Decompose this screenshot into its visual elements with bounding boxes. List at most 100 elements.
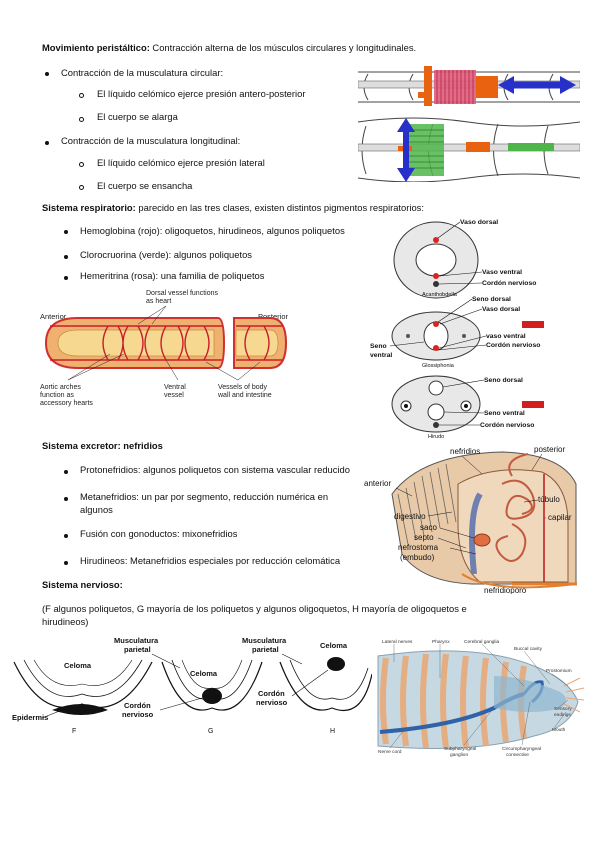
- nervous-title: Sistema nervioso:: [42, 579, 123, 590]
- label-cordon: Cordón: [124, 701, 151, 710]
- respiratory-heading: Sistema respiratorio: parecido en las tr…: [42, 202, 424, 214]
- list-item: Protonefridios: algunos poliquetos con s…: [80, 464, 350, 475]
- excretory-title: Sistema excretor: nefridios: [42, 440, 163, 451]
- label-aortic-arches: accessory hearts: [40, 400, 93, 407]
- label-seno-ventral: ventral: [370, 352, 392, 359]
- label-g: G: [208, 728, 213, 735]
- nervous-desc: (F algunos poliquetos, G mayoría de los …: [42, 603, 467, 614]
- label-pharynx: Pharynx: [432, 639, 450, 645]
- label-dorsal-vessel: Dorsal vessel functions: [146, 290, 218, 297]
- label-vaso-ventral: vaso ventral: [486, 333, 526, 340]
- label-musculatura: Musculatura: [114, 636, 159, 645]
- nervous-anatomy-figure: Lateral nerves Pharynx Cerebral ganglia …: [374, 636, 588, 758]
- label-seno-ventral: Seno: [370, 343, 387, 350]
- label-aortic-arches: Aortic arches: [40, 384, 81, 391]
- label-epidermis: Epidermis: [12, 713, 48, 722]
- list-item: Fusión con gonoductos: mixonefridios: [80, 528, 238, 539]
- nephridia-figure: nefridios posterior anterior túbulo dige…: [364, 445, 577, 594]
- label-cordon: Cordón: [258, 689, 285, 698]
- label-cordon: Cordón nervioso: [482, 280, 536, 287]
- label-seno-dorsal: Seno dorsal: [484, 377, 523, 384]
- label-h: H: [330, 728, 335, 735]
- worm-longitudinal-contraction: [358, 117, 580, 182]
- circulatory-figure: Anterior Posterior Dorsal vessel functio…: [40, 290, 289, 407]
- label-capilar: capilar: [548, 513, 572, 522]
- sub-bullet: [79, 117, 84, 122]
- label-cordon: nervioso: [122, 710, 154, 719]
- label-body-vessels: Vessels of body: [218, 384, 268, 391]
- peristalsis-figure: [358, 66, 580, 182]
- list-item: El cuerpo se alarga: [97, 111, 178, 122]
- label-celoma: Celoma: [190, 669, 218, 678]
- list-item: Hirudineos: Metanefridios especiales por…: [80, 555, 341, 566]
- bullet: [64, 470, 68, 474]
- label-digestivo: digestivo: [394, 512, 426, 521]
- label-hirudo: Hirudo: [428, 434, 444, 440]
- list-item: El cuerpo se ensancha: [97, 180, 193, 191]
- label-tubulo: túbulo: [538, 495, 560, 504]
- bullet: [64, 534, 68, 538]
- label-circumpharyngeal: Circumpharyngeal: [502, 746, 541, 752]
- list-item: Contracción de la musculatura circular:: [61, 67, 224, 78]
- list-item: Hemoglobina (rojo): oligoquetos, hirudin…: [80, 225, 345, 236]
- label-cerebral-ganglia: Cerebral ganglia: [464, 639, 500, 645]
- label-nefrostoma: nefrostoma: [398, 543, 439, 552]
- label-anterior: anterior: [364, 479, 391, 488]
- cross-sections-figure: Vaso dorsal Vaso ventral Cordón nervioso…: [370, 219, 544, 440]
- label-vaso-ventral: Vaso ventral: [482, 269, 522, 276]
- label-sensory-endings: endings: [554, 712, 571, 718]
- list-item: Hemeritrina (rosa): una familia de poliq…: [80, 270, 265, 281]
- label-seno-ventral: Seno ventral: [484, 410, 525, 417]
- label-nerve-cord: Nerve cord: [378, 749, 402, 755]
- label-saco: saco: [420, 523, 437, 532]
- label-vaso-dorsal: Vaso dorsal: [482, 306, 520, 313]
- label-dorsal-vessel: as heart: [146, 298, 171, 305]
- label-subpharyngeal: Subpharyngeal: [444, 746, 476, 752]
- label-posterior: Posterior: [258, 312, 289, 321]
- peristaltic-title: Movimiento peristáltico:: [42, 42, 150, 53]
- respiratory-title: Sistema respiratorio:: [42, 202, 136, 213]
- label-sensory-endings: Sensory: [554, 706, 572, 712]
- sub-bullet: [79, 93, 84, 98]
- label-circumpharyngeal: connective: [506, 752, 529, 758]
- label-anterior: Anterior: [40, 312, 67, 321]
- bullet: [45, 72, 49, 76]
- label-mouth: Mouth: [552, 727, 566, 733]
- label-prostomium: Prostomium: [546, 668, 572, 674]
- label-celoma: Celoma: [320, 641, 348, 650]
- list-item: Clorocruorina (verde): algunos poliqueto…: [80, 249, 252, 260]
- label-seno-dorsal: Seno dorsal: [472, 296, 511, 303]
- label-musculatura: Musculatura: [242, 636, 287, 645]
- label-buccal-cavity: Buccal cavity: [514, 646, 543, 652]
- label-cordon: nervioso: [256, 698, 288, 707]
- label-musculatura: parietal: [124, 645, 151, 654]
- worm-circular-contraction: [358, 66, 580, 106]
- peristaltic-heading: Movimiento peristáltico: Contracción alt…: [42, 42, 416, 54]
- label-septo: septo: [414, 533, 434, 542]
- list-item: Metanefridios: un par por segmento, redu…: [80, 491, 329, 502]
- nerve-sections-figure: Celoma Epidermis F Musculatura parietal …: [12, 636, 372, 735]
- sub-bullet: [79, 185, 84, 190]
- label-glossiphonia: Glossiphonia: [422, 363, 455, 369]
- label-ventral-vessel: Ventral: [164, 384, 186, 391]
- label-celoma: Celoma: [64, 661, 92, 670]
- label-cordon: Cordón nervioso: [480, 422, 534, 429]
- label-f: F: [72, 728, 76, 735]
- bullet: [64, 497, 68, 501]
- label-body-vessels: wall and intestine: [217, 392, 272, 399]
- label-nefridios: nefridios: [450, 447, 480, 456]
- list-item: El líquido celómico ejerce presión later…: [97, 157, 265, 168]
- label-musculatura: parietal: [252, 645, 279, 654]
- nervous-desc: hirudineos): [42, 616, 89, 627]
- bullet: [64, 561, 68, 565]
- bullet: [64, 276, 68, 280]
- label-lateral-nerves: Lateral nerves: [382, 639, 413, 645]
- label-acanthobdella: Acanthobdella: [422, 292, 458, 298]
- list-item: El líquido celómico ejerce presión anter…: [97, 88, 306, 99]
- bullet: [45, 141, 49, 145]
- label-nefridioporo: nefridioporo: [484, 586, 527, 594]
- label-cordon: Cordón nervioso: [486, 342, 540, 349]
- label-embudo: (embudo): [400, 553, 435, 562]
- label-aortic-arches: function as: [40, 392, 74, 399]
- list-item: Contracción de la musculatura longitudin…: [61, 135, 241, 146]
